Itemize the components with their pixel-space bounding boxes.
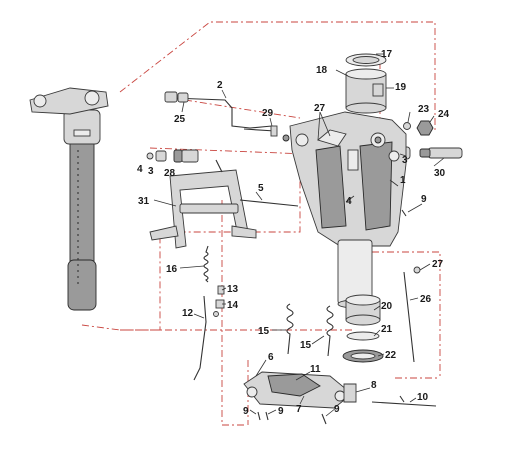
callout-4-left: 4	[137, 164, 143, 175]
rod-part-12	[193, 295, 207, 381]
callout-25: 25	[174, 114, 186, 125]
callout-28: 28	[164, 168, 176, 179]
callout-9-upper: 9	[421, 194, 427, 205]
callout-20: 20	[381, 301, 393, 312]
callout-14: 14	[227, 300, 239, 311]
pin-part-5	[239, 199, 299, 207]
callout-30: 30	[434, 168, 446, 179]
callout-3-left: 3	[148, 166, 154, 177]
top-bushing-stack	[345, 53, 387, 114]
callout-7: 7	[296, 404, 302, 415]
callout-17: 17	[381, 49, 393, 60]
callout-31: 31	[138, 196, 150, 207]
lower-bushing-stack	[342, 294, 384, 363]
callout-21: 21	[381, 324, 393, 335]
callout-26: 26	[420, 294, 432, 305]
callout-2: 2	[217, 80, 223, 91]
washer-nut-parts-23-24	[403, 120, 434, 136]
footrest-linkage-parts-6-7-11	[243, 371, 353, 409]
cotter-pins-part-9	[257, 209, 407, 425]
callout-6: 6	[268, 352, 274, 363]
callout-12: 12	[182, 308, 194, 319]
rod-part-26	[403, 266, 421, 363]
stand-stem-assembly	[29, 87, 109, 311]
callout-22: 22	[385, 350, 397, 361]
callout-15-right: 15	[300, 340, 312, 351]
lever-rod-part-2	[164, 91, 273, 129]
pin-part-8	[343, 383, 357, 403]
bolt-part-29	[243, 125, 290, 142]
callout-9-lower-mid: 9	[278, 406, 284, 417]
axle-part-30	[397, 146, 463, 160]
callout-27-upper: 27	[314, 103, 326, 114]
callout-9-lower-left: 9	[243, 406, 249, 417]
springs-part-15	[286, 303, 334, 357]
callout-4-center: 4	[346, 196, 352, 207]
callout-19: 19	[395, 82, 407, 93]
spring-part-16	[203, 245, 209, 283]
callout-27-lower: 27	[432, 259, 444, 270]
pin-parts-4-3-28	[146, 149, 199, 163]
callout-29: 29	[262, 108, 274, 119]
shaft-part-10	[371, 401, 437, 407]
callout-3-right: 3	[402, 155, 408, 166]
callout-labels: 17 18 19 2 25 29 27 23 24 4 3 28 3 30 1 …	[137, 49, 450, 417]
callout-10: 10	[417, 392, 429, 403]
leader-lines	[153, 53, 445, 417]
callout-13: 13	[227, 284, 239, 295]
callout-5: 5	[258, 183, 264, 194]
callout-8: 8	[371, 380, 377, 391]
callout-23: 23	[418, 104, 430, 115]
callout-9-lower-right: 9	[334, 404, 340, 415]
callout-11: 11	[310, 364, 321, 375]
callout-15-left: 15	[258, 326, 270, 337]
main-frame-part-1	[289, 111, 407, 309]
callout-18: 18	[316, 65, 328, 76]
callout-16: 16	[166, 264, 178, 275]
callout-24: 24	[438, 109, 450, 120]
center-stand-part-31	[149, 159, 257, 249]
callout-1: 1	[400, 175, 406, 186]
clip-parts-13-14	[213, 285, 225, 317]
